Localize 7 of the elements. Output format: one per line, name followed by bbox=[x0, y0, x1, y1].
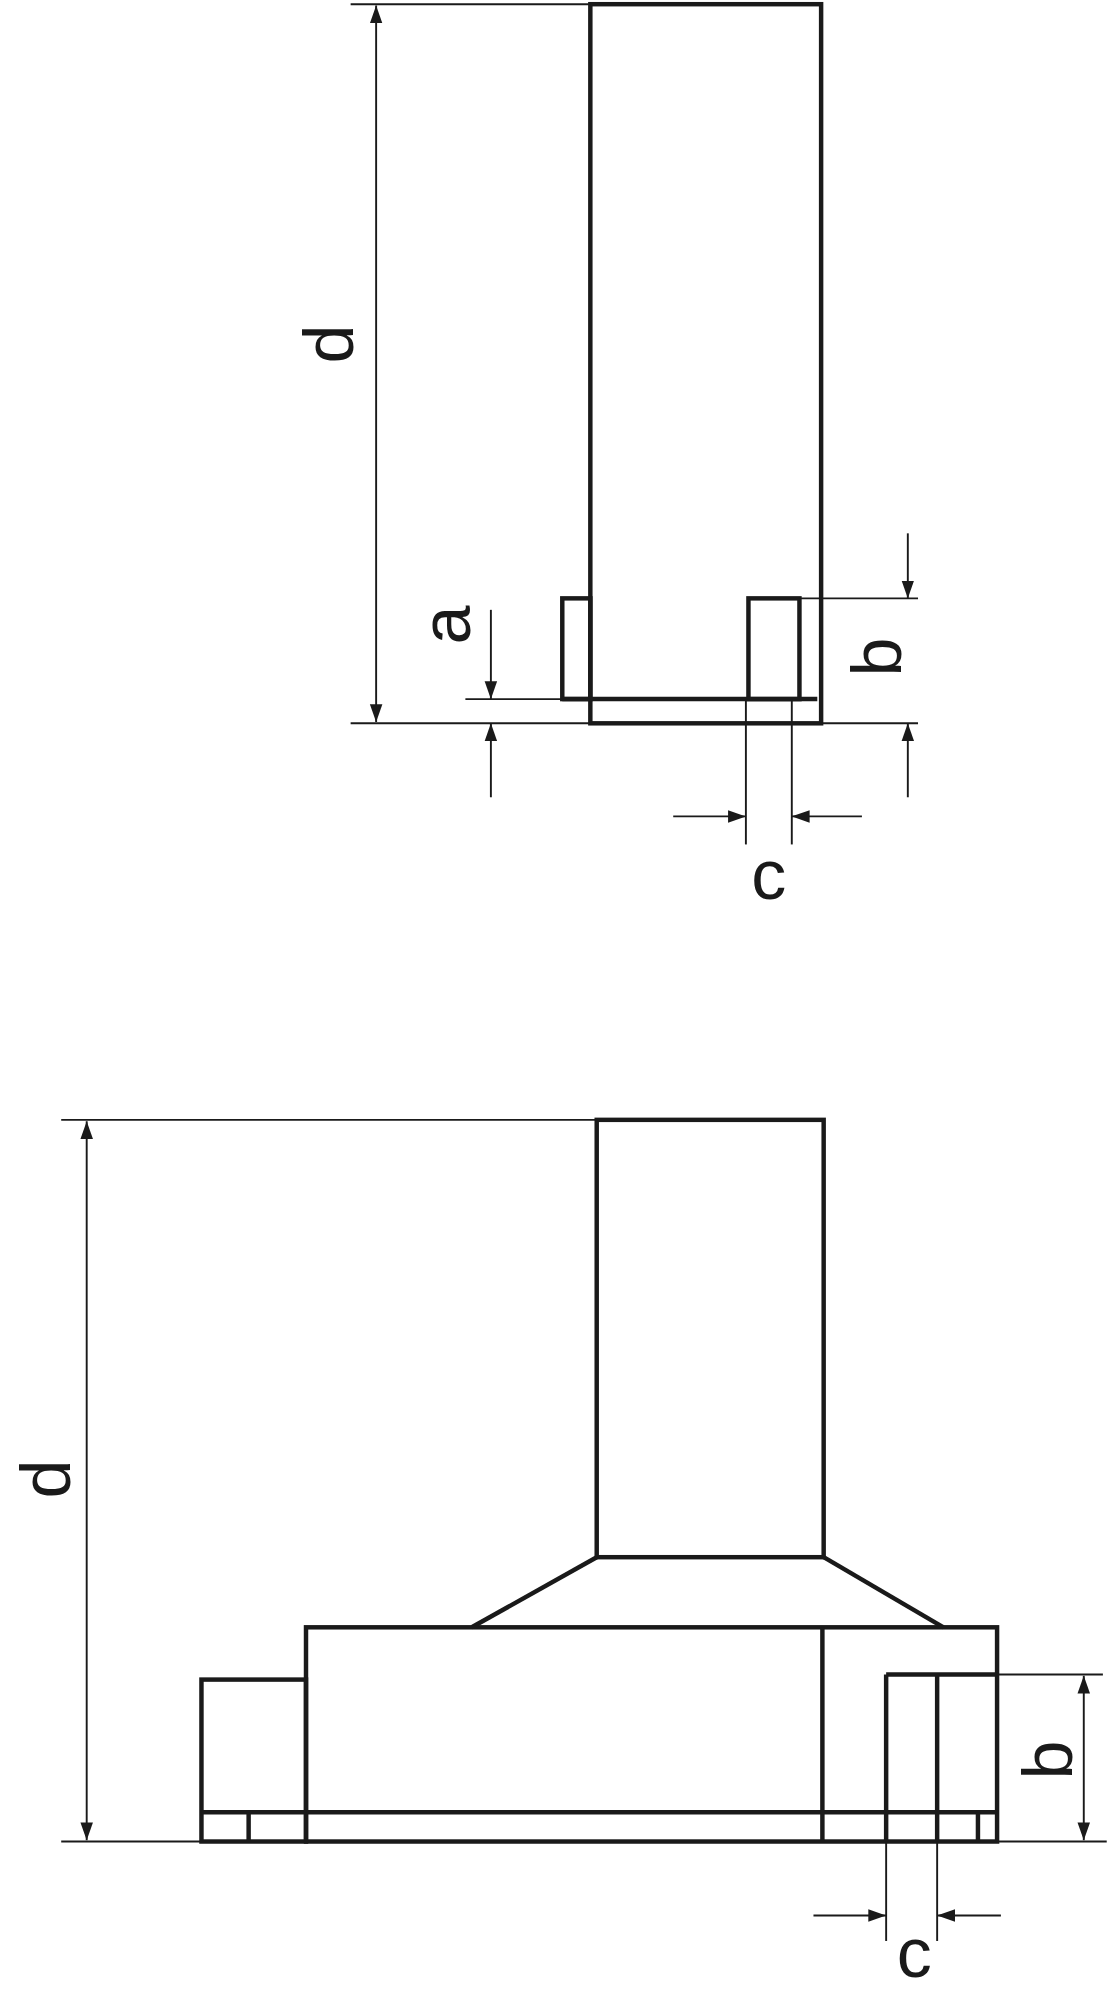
dimension-label: c bbox=[751, 839, 787, 910]
dimension-label: d bbox=[10, 1459, 81, 1499]
dimension-label: c bbox=[896, 1918, 932, 1989]
dimension-label: a bbox=[411, 605, 482, 645]
dimension-label: b bbox=[1013, 1740, 1084, 1779]
dimension-label: d bbox=[293, 324, 364, 364]
dimension-label: b bbox=[842, 637, 913, 677]
